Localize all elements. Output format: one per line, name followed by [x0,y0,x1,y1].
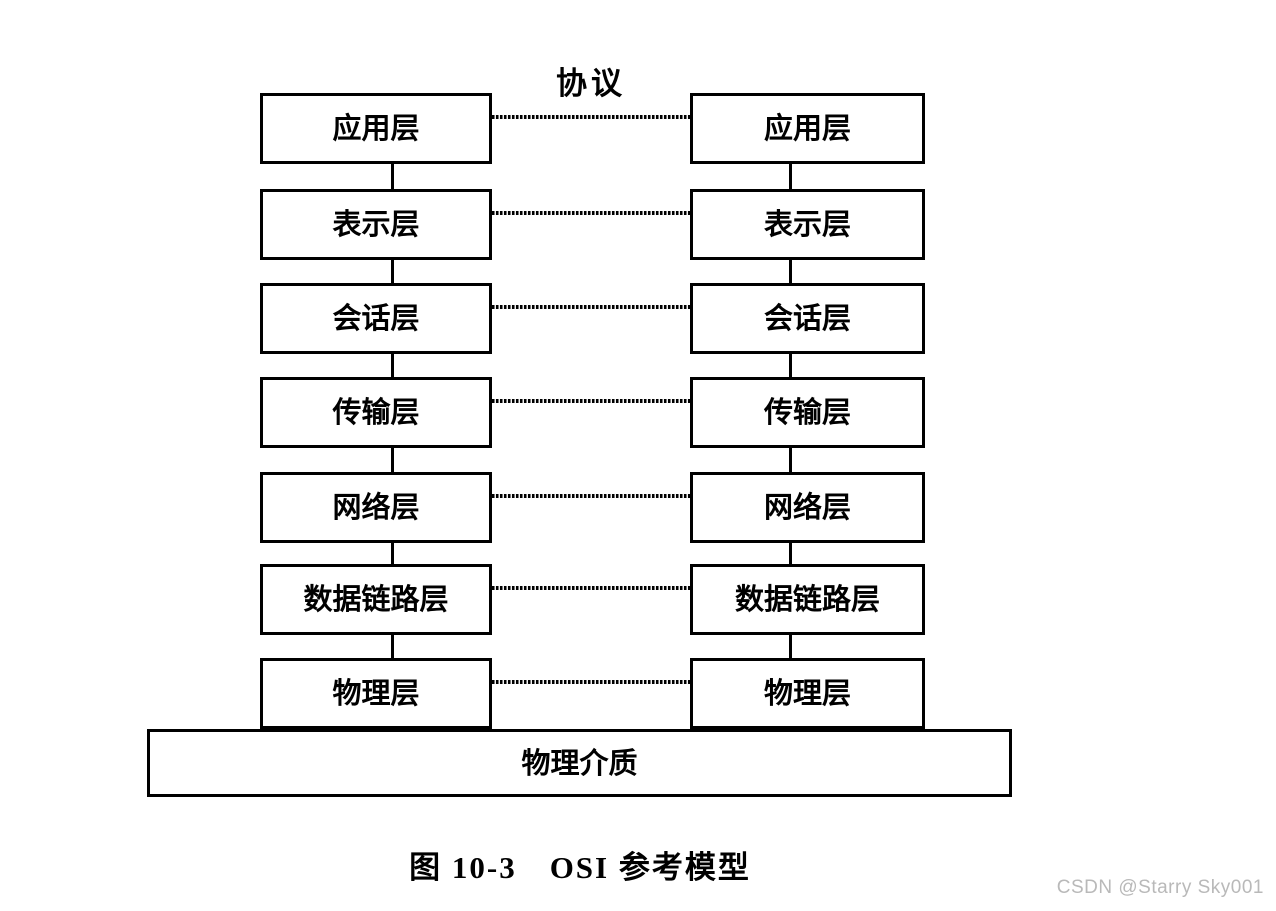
layer-label: 数据链路层 [734,583,880,616]
layer-row-network: 网络层 网络层 [260,472,925,543]
layer-box-session-right: 会话层 [690,283,925,354]
csdn-watermark: CSDN @Starry Sky001 [1056,877,1264,898]
protocol-connection-line [492,680,690,684]
protocol-connection-line [492,115,690,119]
layer-box-transport-right: 传输层 [690,377,925,448]
figure-caption: 图 10-3 OSI 参考模型 [409,850,751,885]
layer-box-physical-left: 物理层 [260,658,492,729]
protocol-connection-line [492,211,690,215]
layer-label: 数据链路层 [303,583,449,616]
layer-connector-line [391,541,394,566]
layer-row-physical: 物理层 物理层 [260,658,925,729]
layer-label: 物理层 [332,677,420,710]
protocol-label: 协议 [556,66,626,101]
layer-connector-line [789,258,792,285]
layer-row-session: 会话层 会话层 [260,283,925,354]
layer-box-network-left: 网络层 [260,472,492,543]
layer-label: 会话层 [332,302,420,335]
layer-connector-line [391,352,394,379]
layer-box-network-right: 网络层 [690,472,925,543]
layer-box-transport-left: 传输层 [260,377,492,448]
layer-label: 物理层 [763,677,851,710]
layer-label: 应用层 [763,112,851,145]
layer-box-datalink-right: 数据链路层 [690,564,925,635]
physical-medium-box: 物理介质 [147,729,1012,797]
layer-connector-line [789,162,792,191]
layer-connector-line [391,446,394,474]
protocol-connection-line [492,305,690,309]
layer-label: 表示层 [763,208,851,241]
layer-connector-line [789,633,792,660]
layer-label: 传输层 [763,396,851,429]
layer-box-presentation-left: 表示层 [260,189,492,260]
layer-label: 应用层 [332,112,420,145]
layer-row-presentation: 表示层 表示层 [260,189,925,260]
protocol-connection-line [492,586,690,590]
layer-connector-line [391,162,394,191]
layer-box-presentation-right: 表示层 [690,189,925,260]
layer-label: 传输层 [332,396,420,429]
layer-row-datalink: 数据链路层 数据链路层 [260,564,925,635]
protocol-connection-line [492,494,690,498]
layer-label: 网络层 [332,491,420,524]
layer-box-application-right: 应用层 [690,93,925,164]
layer-label: 网络层 [763,491,851,524]
layer-box-datalink-left: 数据链路层 [260,564,492,635]
layer-connector-line [391,633,394,660]
layer-box-physical-right: 物理层 [690,658,925,729]
layer-connector-line [789,446,792,474]
layer-row-transport: 传输层 传输层 [260,377,925,448]
layer-connector-line [789,541,792,566]
layer-connector-line [789,352,792,379]
protocol-connection-line [492,399,690,403]
layer-label: 会话层 [763,302,851,335]
layer-box-session-left: 会话层 [260,283,492,354]
layer-row-application: 应用层 应用层 [260,93,925,164]
layer-connector-line [391,258,394,285]
physical-medium-label: 物理介质 [521,748,638,780]
layer-label: 表示层 [332,208,420,241]
layer-box-application-left: 应用层 [260,93,492,164]
